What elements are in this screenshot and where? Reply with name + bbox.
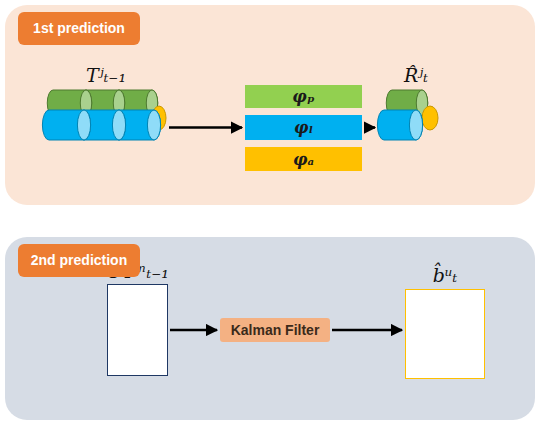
panel-tab: 1st prediction: [18, 12, 140, 45]
cylinder-face: [112, 110, 125, 140]
connector-group: [169, 128, 402, 331]
cylinder-cap: [422, 106, 438, 130]
model-bar: φₐ: [245, 147, 362, 171]
panel-tab: 2nd prediction: [18, 244, 140, 277]
flow-arrow: [169, 126, 242, 129]
cylinder-face: [77, 110, 90, 140]
cylinder-body: [77, 110, 125, 140]
cylinder-body: [42, 110, 90, 140]
cylinder-body: [112, 110, 160, 140]
prediction-stack: R̂ʲₜ: [378, 62, 454, 146]
cylinder-face: [147, 110, 160, 140]
cylinder-face: [409, 110, 422, 140]
symbol-label: R̂ʲₜ: [378, 62, 454, 88]
model-bar: φₚ: [245, 85, 362, 108]
frame-box: [107, 284, 168, 376]
flow-arrow: [332, 329, 402, 332]
flow-arrow: [170, 329, 217, 332]
box-label: Kalman Filter: [231, 322, 320, 338]
model-label: φₚ: [292, 87, 314, 106]
prediction-panel: UTᵐₜ₋₁Kalman Filterb̂ᵘₜ2nd prediction: [5, 237, 535, 420]
cylinder-body: [377, 110, 422, 140]
filter-box: Kalman Filter: [220, 318, 330, 342]
flow-arrow: [364, 126, 375, 129]
cylinder-art: [45, 88, 167, 148]
symbol-label: Tʲₜ₋₁: [45, 62, 167, 88]
prediction-panel: Tʲₜ₋₁ φₚ φₗ φₐ R̂ʲₜ 1st prediction: [5, 5, 535, 205]
symbol-label: b̂ᵘₜ: [400, 261, 490, 289]
frame-box: [405, 289, 485, 379]
output-box: b̂ᵘₜ: [400, 261, 490, 381]
model-bar: φₗ: [245, 115, 362, 140]
cylinder-art: [378, 88, 454, 146]
model-label: φₐ: [293, 150, 314, 169]
feature-stack: Tʲₜ₋₁: [45, 62, 167, 148]
model-label: φₗ: [294, 118, 313, 137]
